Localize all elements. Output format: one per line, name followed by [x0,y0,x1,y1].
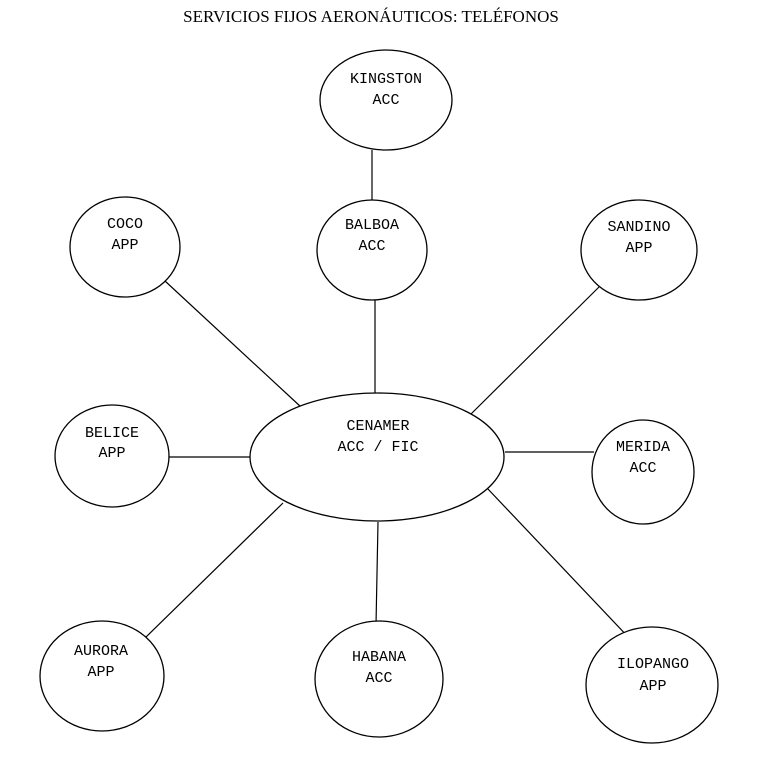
connectors [144,150,632,641]
connector-ilopango-hub [486,487,632,641]
node-aurora: AURORA APP [39,620,165,732]
node-balboa-line2: ACC [358,238,385,255]
node-kingston: KINGSTON ACC [319,49,453,151]
connector-aurora-hub [144,502,284,639]
node-sandino-shape [580,199,698,301]
node-habana-line1: HABANA [352,649,406,666]
node-coco-shape [69,196,181,298]
node-coco: COCO APP [69,196,181,298]
node-belice-line1: BELICE [85,425,139,442]
node-merida-line1: MERIDA [616,439,670,456]
node-aurora-line2: APP [87,664,114,681]
connector-habana-hub [375,521,379,626]
node-aurora-shape [39,620,165,732]
node-cenamer-line1: CENAMER [346,418,409,435]
node-kingston-line1: KINGSTON [350,71,422,88]
node-sandino-line2: APP [625,240,652,257]
node-kingston-line2: ACC [372,92,399,109]
node-merida: MERIDA ACC [591,419,695,525]
node-belice-line2: APP [98,445,125,462]
node-cenamer-hub: CENAMER ACC / FIC [249,392,505,522]
node-ilopango-line2: APP [639,678,666,695]
node-sandino: SANDINO APP [580,199,698,301]
node-belice: BELICE APP [54,404,170,508]
node-balboa-line1: BALBOA [345,217,399,234]
node-ilopango-line1: ILOPANGO [617,656,689,673]
node-ilopango: ILOPANGO APP [585,626,719,744]
diagram-title: SERVICIOS FIJOS AERONÁUTICOS: TELÉFONOS [183,7,559,26]
node-cenamer-shape [249,392,505,522]
node-belice-shape [54,404,170,508]
node-merida-shape [591,419,695,525]
node-coco-line1: COCO [107,216,143,233]
node-cenamer-line2: ACC / FIC [337,439,418,456]
node-coco-line2: APP [111,237,138,254]
node-aurora-line1: AURORA [74,643,128,660]
node-habana: HABANA ACC [314,620,444,738]
node-kingston-shape [319,49,453,151]
node-balboa: BALBOA ACC [316,199,428,301]
node-sandino-line1: SANDINO [607,219,670,236]
node-balboa-shape [316,199,428,301]
connector-sandino-hub [469,285,601,416]
node-merida-line2: ACC [629,460,656,477]
node-habana-line2: ACC [365,670,392,687]
node-habana-shape [314,620,444,738]
connector-coco-hub [164,280,302,408]
node-ilopango-shape [585,626,719,744]
